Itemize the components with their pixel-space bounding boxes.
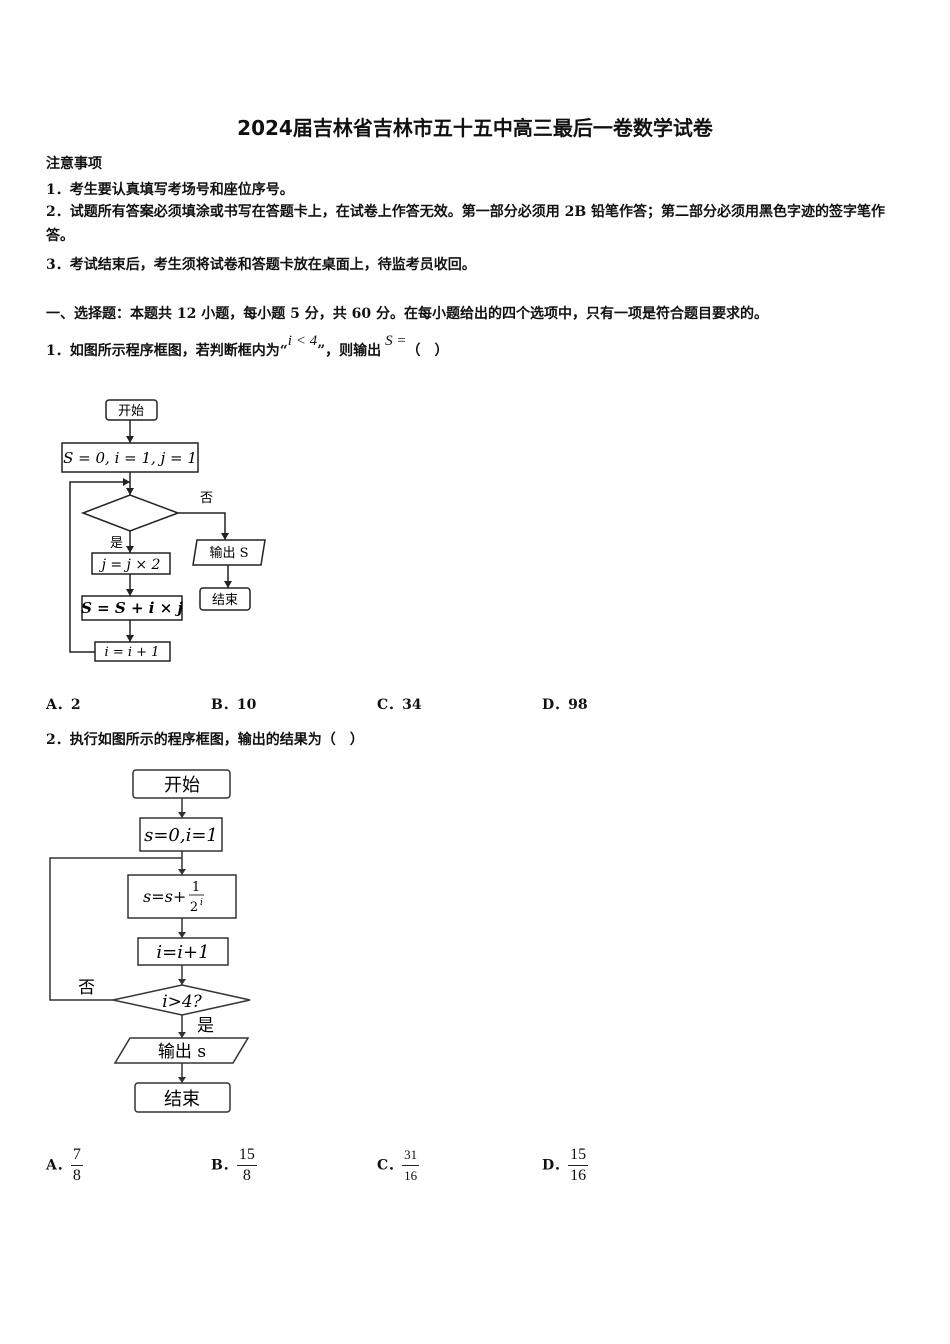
notice-item: 1．考生要认真填写考场号和座位序号。 (46, 182, 294, 198)
stem-text: ”，则输出 (317, 343, 382, 359)
step2-label: S = S + i × j (81, 599, 183, 617)
step1-exp: i (200, 898, 203, 908)
denominator: 16 (404, 1168, 418, 1183)
denominator: 16 (570, 1167, 587, 1184)
option-value: 34 (402, 697, 422, 713)
page-title: 2024届吉林省吉林市五十五中高三最后一卷数学试卷 (237, 116, 713, 140)
option-label: C． (377, 1157, 403, 1174)
step1-lhs: s=s+ (143, 887, 186, 906)
denominator: 8 (72, 1167, 81, 1184)
option-label: C． (377, 697, 403, 713)
denominator: 8 (242, 1167, 251, 1184)
stem-text: （ ） (406, 343, 449, 359)
step1-den: 2 (190, 900, 198, 915)
start-box (105, 399, 158, 421)
option-b[interactable]: B．10 (211, 694, 256, 714)
option-value: 98 (568, 697, 588, 713)
condition-math: i < 4 (287, 333, 318, 349)
option-value: 10 (236, 697, 257, 713)
yes-label: 是 (110, 536, 123, 551)
init-box (139, 817, 223, 852)
step-box (91, 552, 171, 575)
step-box (81, 595, 183, 621)
step1-label: j = j × 2 (99, 557, 161, 573)
numerator: 7 (70, 1145, 83, 1166)
flowchart-2: 开始 s=0,i=1 s=s+ 1 2 i i=i+1 i>4? 否 是 输出 … (49, 769, 251, 1113)
flowchart-1: 开始 S = 0, i = 1, j = 1 否 是 j = j × 2 S =… (61, 399, 266, 662)
no-label: 否 (200, 491, 213, 506)
numerator: 15 (568, 1145, 589, 1166)
numerator: 31 (402, 1145, 420, 1166)
yes-label: 是 (197, 1016, 214, 1036)
section-heading: 一、选择题：本题共 12 小题，每小题 5 分，共 60 分。在每小题给出的四个… (46, 306, 768, 322)
option-label: A． (46, 697, 71, 713)
option-label: B． (211, 1157, 237, 1174)
option-d[interactable]: D．98 (542, 694, 588, 714)
option-a[interactable]: A．2 (46, 694, 81, 714)
step2-label: i=i+1 (156, 942, 209, 963)
notice-item: 3．考试结束后，考生须将试卷和答题卡放在桌面上，待监考员收回。 (46, 257, 476, 273)
option-value: 2 (70, 697, 81, 713)
start-label: 开始 (164, 775, 200, 796)
step1-num: 1 (192, 880, 200, 895)
question-2-stem: 2．执行如图所示的程序框图，输出的结果为（ ） (46, 732, 364, 748)
end-label: 结束 (164, 1089, 200, 1110)
stem-text: 1．如图所示程序框图，若判断框内为“ (46, 343, 288, 359)
option-c[interactable]: C．34 (377, 694, 422, 714)
end-label: 结束 (212, 593, 238, 608)
output-box (113, 1037, 250, 1064)
decision-diamond (80, 494, 181, 532)
option-label: D． (542, 697, 569, 713)
option-label: B． (211, 697, 237, 713)
init-label: s=0,i=1 (144, 825, 218, 846)
decision-diamond (112, 984, 251, 1016)
step3-label: i = i + 1 (105, 645, 160, 660)
end-box (199, 587, 251, 611)
question-1-stem: 1．如图所示程序框图，若判断框内为“i < 4”，则输出S =（ ） (46, 333, 449, 360)
output-box (192, 539, 266, 566)
output-label: 输出 s (158, 1042, 206, 1062)
numerator: 15 (236, 1145, 257, 1166)
option-label: A． (46, 1157, 71, 1174)
step-box (137, 937, 229, 966)
init-label: S = 0, i = 1, j = 1 (63, 449, 197, 467)
no-label: 否 (78, 978, 95, 998)
notice-heading: 注意事项 (46, 156, 102, 172)
output-label: 输出 S (209, 545, 248, 561)
notice-item: 2．试题所有答案必须填涂或书写在答题卡上，在试卷上作答无效。第一部分必须用 2B… (46, 204, 886, 244)
condition-label: i>4? (162, 992, 202, 1012)
start-label: 开始 (118, 404, 144, 419)
output-math: S = (385, 333, 407, 349)
option-label: D． (542, 1157, 569, 1174)
